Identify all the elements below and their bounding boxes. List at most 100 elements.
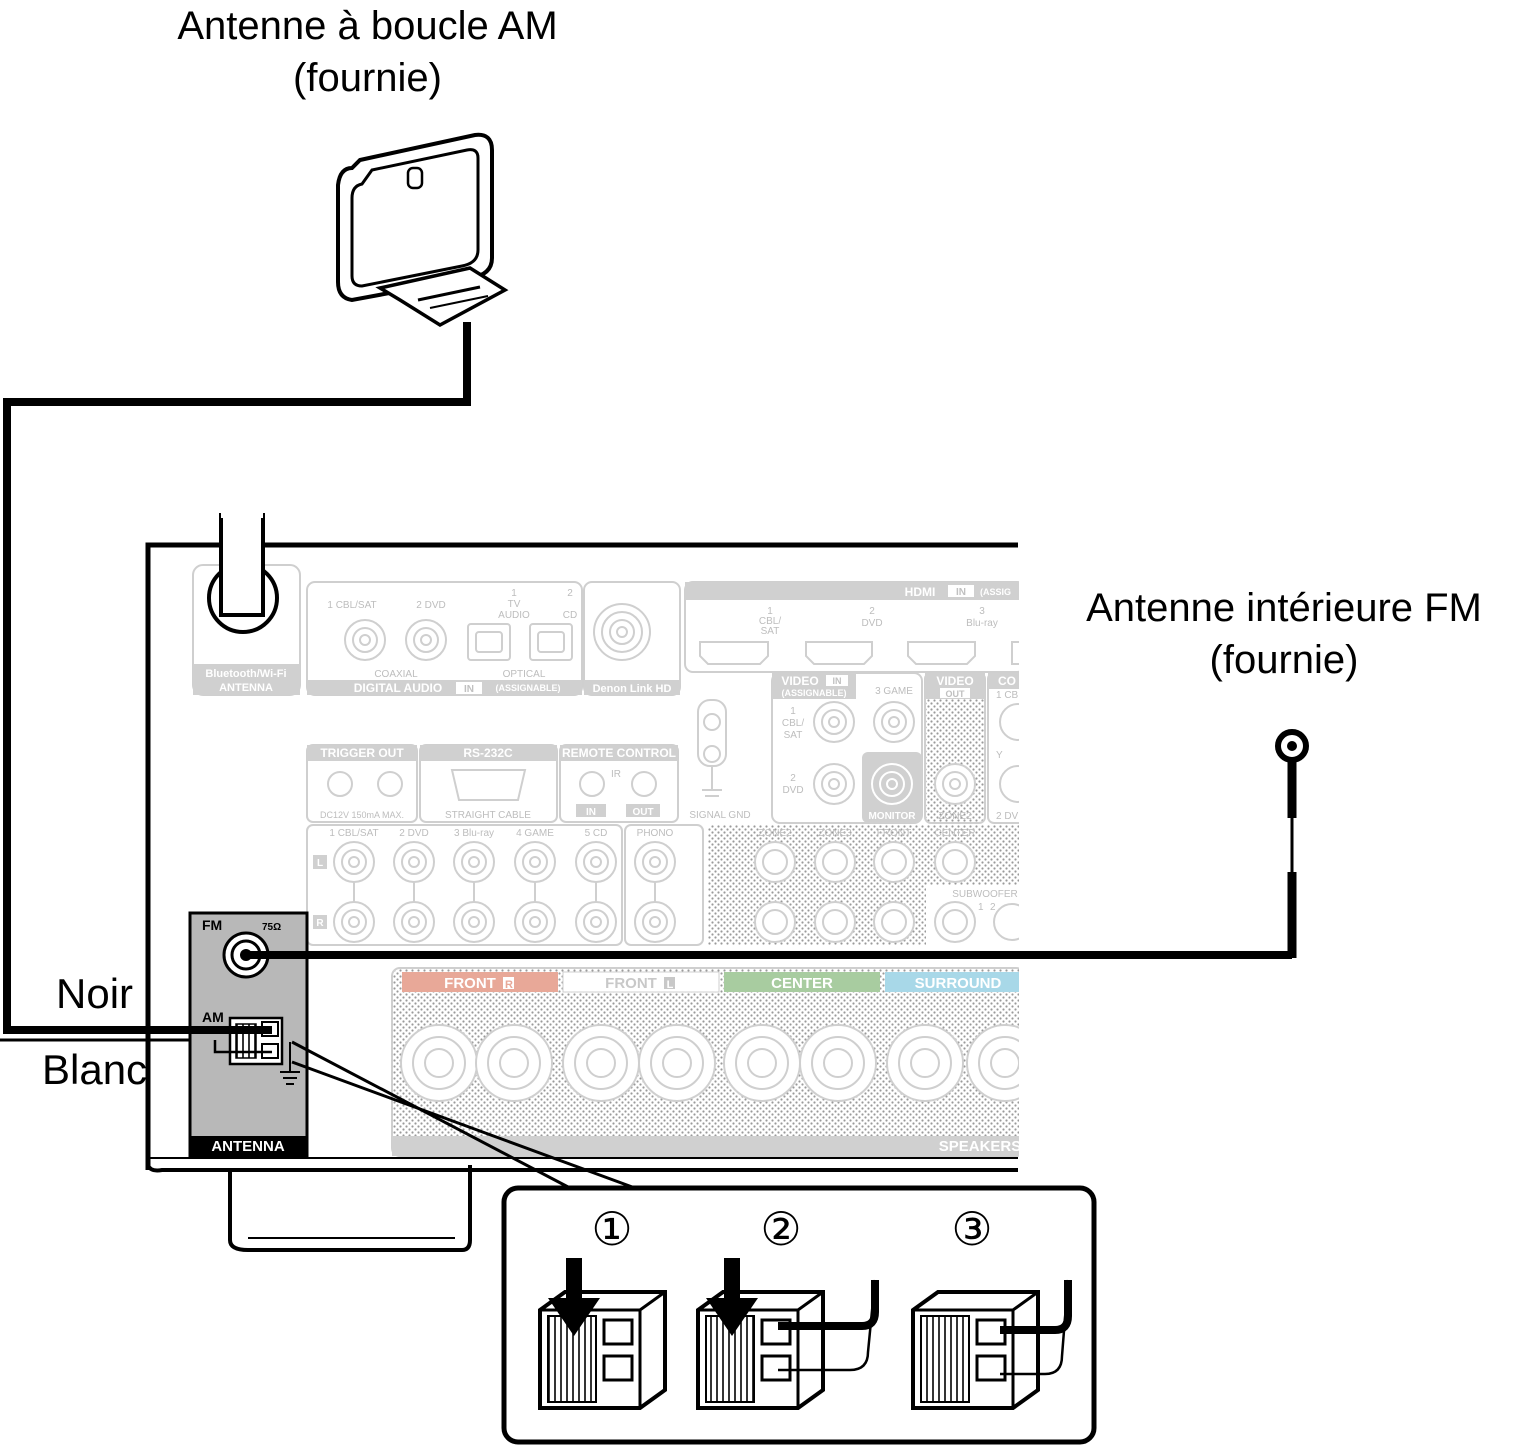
audio-in-5-label: 5 CD (585, 828, 608, 839)
component-2-label: 2 DV (996, 811, 1019, 822)
straight-cable-label: STRAIGHT CABLE (445, 810, 531, 821)
video-in-label: VIDEO (781, 674, 818, 688)
hdmi-in-badge: IN (956, 587, 966, 598)
optical-1-label-b: AUDIO (498, 610, 530, 621)
pre-zone2-label: ZONE2 (758, 828, 792, 839)
fm-antenna-title: Antenne intérieure FM (1086, 586, 1482, 630)
audio-in-3-label: 3 Blu-ray (454, 828, 494, 839)
video-1-num: 1 (790, 706, 796, 717)
video-2-label: DVD (782, 785, 803, 796)
receiver-rear-panel: Bluetooth/Wi-Fi ANTENNA DIGITAL AUDIO IN… (145, 510, 1059, 1252)
front-r-color-bar (402, 972, 558, 992)
step-3-number: ③ (951, 1202, 992, 1256)
wire-label-black: Noir (56, 970, 134, 1017)
am-antenna-cable (3, 322, 471, 1034)
ir-label: IR (611, 769, 621, 780)
front-l-color-bar (562, 971, 720, 993)
wire-label-white: Blanc (42, 1046, 148, 1093)
antenna-footer-label: ANTENNA (211, 1138, 284, 1155)
speakers-label: SPEAKERS (939, 1138, 1022, 1155)
subwoofer-1-label: 1 (978, 902, 984, 913)
step-2-number: ② (760, 1202, 801, 1256)
remote-out-label: OUT (632, 807, 653, 818)
speaker-front-l-badge: L (667, 979, 674, 991)
optical-2-num: 2 (567, 588, 573, 599)
am-loop-antenna (336, 132, 509, 328)
signal-gnd-block: SIGNAL GND (689, 699, 751, 821)
bt-antenna-label-2: ANTENNA (219, 682, 273, 694)
pre-center-label: CENTER (934, 828, 975, 839)
fm-antenna-callout: Antenne intérieure FM (fournie) (1060, 582, 1508, 686)
optical-1-label-a: TV (508, 599, 521, 610)
phono-label: PHONO (637, 828, 674, 839)
component-label: CO (998, 674, 1016, 688)
am-antenna-subtitle: (fournie) (293, 56, 442, 100)
hdmi-3-label: Blu-ray (966, 618, 998, 629)
remote-in-label: IN (586, 807, 596, 818)
video-3-label: 3 GAME (875, 686, 913, 697)
trigger-out-block: TRIGGER OUT DC12V 150mA MAX. (306, 744, 418, 823)
am-antenna-callout: Antenne à boucle AM (fournie) (140, 0, 595, 104)
speaker-front-r-badge: R (505, 979, 513, 991)
fm-antenna-subtitle: (fournie) (1209, 638, 1359, 682)
audio-in-4-label: 4 GAME (516, 828, 554, 839)
fm-impedance-label: 75Ω (262, 922, 281, 933)
video-out-label: VIDEO (936, 674, 973, 688)
digital-audio-block: DIGITAL AUDIO IN (ASSIGNABLE) 1 CBL/SAT … (306, 581, 583, 696)
hdmi-1-label-b: SAT (761, 626, 780, 637)
analog-audio-block: 1 CBL/SAT 2 DVD 3 Blu-ray 4 GAME 5 CD PH… (306, 824, 704, 946)
step-2-press-arrow (706, 1258, 758, 1336)
hdmi-2-num: 2 (869, 606, 875, 617)
am-antenna-title: Antenne à boucle AM (177, 4, 558, 48)
video-in-badge: IN (833, 676, 842, 686)
fm-indoor-antenna (1275, 729, 1309, 958)
trigger-spec-label: DC12V 150mA MAX. (320, 810, 404, 820)
denon-link-block: Denon Link HD (583, 581, 681, 696)
step-1-terminal (538, 1258, 667, 1410)
channel-l-label: L (317, 858, 323, 869)
video-out-block: VIDEO OUT ZONE2 (924, 672, 986, 824)
step-1-number: ① (591, 1202, 632, 1256)
optical-1-num: 1 (511, 588, 517, 599)
speaker-front-l-label: FRONT (605, 975, 657, 992)
wireless-antenna: Bluetooth/Wi-Fi ANTENNA (192, 510, 301, 696)
speaker-front-r-label: FRONT (444, 975, 496, 992)
video-in-block: VIDEO IN (ASSIGNABLE) 3 GAME 1 CBL/ SAT … (771, 672, 923, 824)
step-2-terminal (696, 1258, 879, 1410)
remote-control-label: REMOTE CONTROL (562, 746, 676, 760)
signal-gnd-label: SIGNAL GND (689, 810, 750, 821)
audio-in-1-label: 1 CBL/SAT (329, 828, 378, 839)
step-1-press-arrow (548, 1258, 600, 1336)
hdmi-1-label-a: CBL/ (759, 616, 781, 627)
zone2-video-label: ZONE2 (938, 811, 972, 822)
speakers-block: FRONT R FRONT L CENTER SURROUND (391, 967, 1044, 1157)
optical-2-label: CD (563, 610, 577, 621)
subwoofer-2-label: 2 (990, 902, 996, 913)
subwoofer-label: SUBWOOFER (952, 889, 1018, 900)
pre-front-label: FRONT (877, 828, 911, 839)
component-y-label: Y (996, 750, 1003, 761)
remote-control-block: REMOTE CONTROL IR IN OUT (559, 744, 679, 823)
coaxial-label: COAXIAL (374, 669, 418, 680)
antenna-terminal-block: FM 75Ω AM ANTENNA (188, 911, 309, 1158)
video-in-assignable: (ASSIGNABLE) (782, 688, 847, 698)
video-2-num: 2 (790, 773, 796, 784)
rs232c-block: RS-232C STRAIGHT CABLE (419, 744, 558, 823)
video-1-label-a: CBL/ (782, 718, 804, 729)
coax-1-label: 1 CBL/SAT (327, 600, 376, 611)
step-3-terminal (911, 1279, 1072, 1410)
rs232c-label: RS-232C (463, 746, 513, 760)
digital-audio-label: DIGITAL AUDIO (354, 681, 442, 695)
optical-label: OPTICAL (503, 669, 546, 680)
audio-in-2-label: 2 DVD (399, 828, 428, 839)
hdmi-assignable: (ASSIG (980, 587, 1011, 597)
zoom-lines (291, 1040, 636, 1190)
pre-out-block: ZONE2 ZONE3 FRONT CENTER SUBWOOFER 1 2 (708, 825, 1031, 945)
video-1-label-b: SAT (784, 730, 803, 741)
steps-inset: ① ② ③ (501, 1185, 1097, 1445)
digital-audio-assignable: (ASSIGNABLE) (496, 683, 561, 693)
am-terminal-label: AM (202, 1009, 224, 1025)
trigger-out-label: TRIGGER OUT (320, 746, 404, 760)
